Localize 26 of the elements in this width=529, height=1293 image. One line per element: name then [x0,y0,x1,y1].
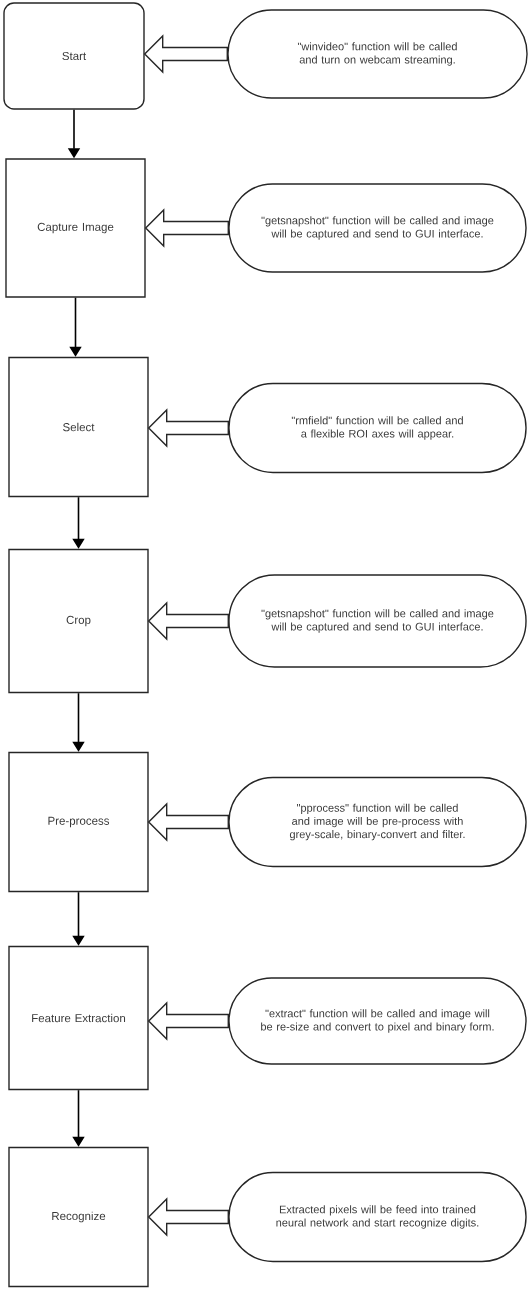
block-arrow [147,1001,229,1041]
block-arrow [147,1197,229,1237]
block-arrow [147,601,229,641]
process-box: Pre-process [8,751,149,893]
callout-bubble: "rmfield" function will be called and a flexible ROI axes will appear. [228,382,527,474]
callout-bubble: "getsnapshot" function will be called and image will be captured and send to GUI interface. [228,183,527,273]
arrow [72,692,85,752]
callout-bubble: "getsnapshot" function will be called and image will be captured and send to GUI interface. [228,574,527,668]
arrow [69,296,82,357]
arrow [72,891,85,946]
arrow [72,1089,85,1147]
callout-bubble: "winvideo" function will be called and turn on webcam streaming. [227,9,528,99]
callout-bubble: "extract" function will be called and image will be re-size and convert to pixel and binary form. [228,977,527,1065]
process-box: Crop [8,548,149,694]
start-box: Start [3,2,145,110]
block-arrow [147,408,229,448]
block-arrow [143,34,228,74]
callout-bubble: "pprocess" function will be called and image will be pre-process with grey-scale, binary-convert and filter. [228,776,527,868]
process-box: Capture Image [5,158,146,298]
callout-bubble: Extracted pixels will be feed into trained neural network and start recognize digits. [228,1171,527,1263]
process-box: Select [8,356,149,498]
block-arrow [144,208,229,248]
block-arrow [147,802,229,842]
process-box: Recognize [8,1146,149,1288]
arrow [72,496,85,549]
process-box: Feature Extraction [8,945,149,1091]
